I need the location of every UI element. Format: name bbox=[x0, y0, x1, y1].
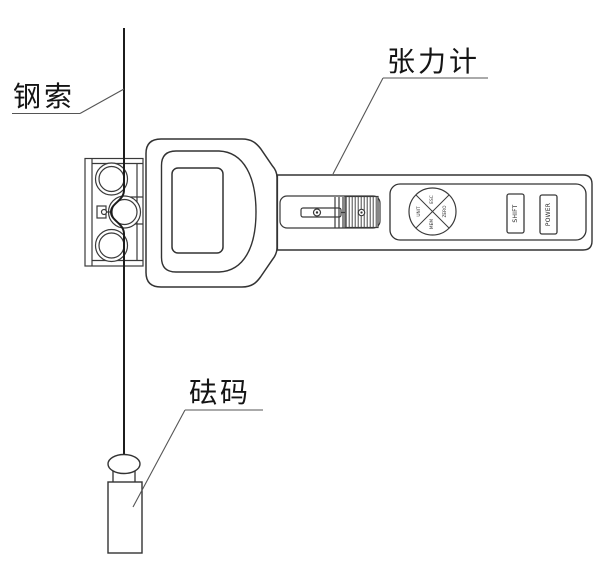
weight-leader-line bbox=[132, 409, 186, 508]
roller-middle bbox=[107, 195, 142, 229]
cable-label: 钢索 bbox=[13, 80, 75, 113]
clamp-slider bbox=[279, 195, 381, 229]
nav-pad-mem-label: MEM bbox=[429, 219, 435, 229]
guide-pin bbox=[100, 208, 108, 216]
slider-knob-dot bbox=[315, 211, 319, 214]
keypad-panel: ESC ZERO MEM UNIT SHIFT POWER bbox=[389, 183, 587, 241]
nav-pad-unit-label: UNIT bbox=[416, 206, 422, 217]
roller-clamp-bracket bbox=[84, 157, 144, 267]
tension-meter-label: 张力计 bbox=[387, 45, 480, 78]
roller-top bbox=[94, 162, 129, 196]
nav-pad: ESC ZERO MEM UNIT bbox=[408, 187, 457, 236]
weight-label: 砝码 bbox=[189, 376, 251, 409]
power-button-label: POWER bbox=[545, 203, 552, 226]
weight-body bbox=[107, 481, 143, 554]
cable-leader-line bbox=[79, 88, 125, 114]
lcd-screen bbox=[171, 167, 224, 254]
tension-meter-leader-line bbox=[332, 77, 384, 175]
tension-meter-callout: 张力计 bbox=[332, 45, 488, 175]
power-button-outline bbox=[539, 194, 558, 235]
shift-button-outline bbox=[506, 193, 525, 234]
nav-pad-esc-label: ESC bbox=[429, 195, 435, 203]
calibration-weight bbox=[107, 453, 143, 554]
power-button: POWER bbox=[539, 194, 558, 235]
nav-pad-zero-label: ZERO bbox=[442, 205, 448, 218]
shift-button-label: SHIFT bbox=[512, 204, 519, 222]
tension-meter-device: ESC ZERO MEM UNIT SHIFT POWER bbox=[145, 138, 593, 288]
nav-pad-cross-line-2 bbox=[415, 194, 450, 229]
grip-pin-dot bbox=[360, 211, 363, 214]
weight-callout: 砝码 bbox=[132, 376, 263, 508]
cable-callout: 钢索 bbox=[12, 80, 125, 115]
shift-button: SHIFT bbox=[506, 193, 525, 234]
steel-cable-line bbox=[109, 28, 125, 455]
weight-knob bbox=[107, 453, 141, 475]
roller-bottom bbox=[94, 228, 129, 263]
